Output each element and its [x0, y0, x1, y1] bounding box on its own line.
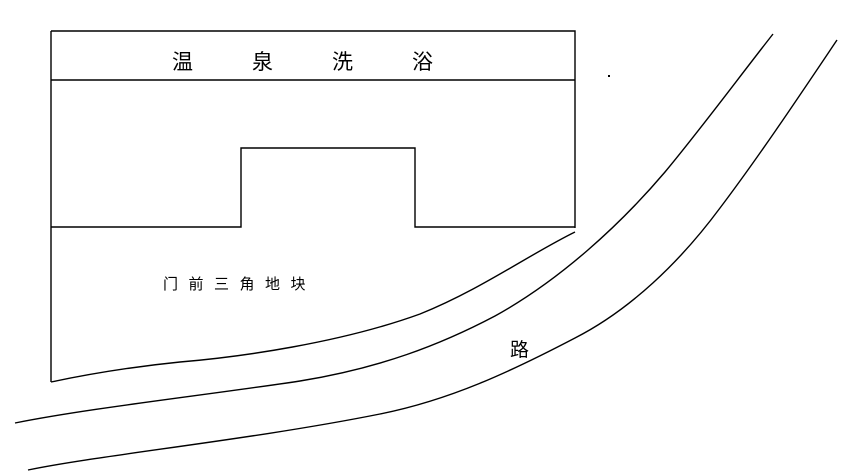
road-label: 路 — [510, 339, 530, 361]
building-name: 温泉洗浴 — [172, 52, 492, 73]
stray-mark — [608, 75, 610, 77]
plot-label-char: 前 — [188, 275, 204, 293]
plot-label-char: 角 — [239, 275, 255, 293]
plot-label-char: 块 — [290, 275, 306, 293]
plot-label-char: 门 — [163, 275, 179, 293]
building-name-char: 泉 — [252, 50, 273, 74]
road-edge-lower — [27, 39, 838, 471]
building-name-char: 浴 — [412, 50, 433, 74]
building-name-char: 洗 — [332, 50, 353, 74]
plot-label-char: 地 — [265, 275, 281, 293]
plot-label-char: 三 — [214, 275, 230, 293]
plot-boundary-curve — [50, 231, 576, 383]
building-outline — [51, 80, 576, 228]
building-sign-band — [51, 30, 576, 81]
plot-label: 门前三角地块 — [163, 277, 316, 292]
entrance-block — [241, 148, 415, 227]
road-edge-upper — [14, 33, 774, 424]
building-name-char: 温 — [172, 50, 193, 74]
